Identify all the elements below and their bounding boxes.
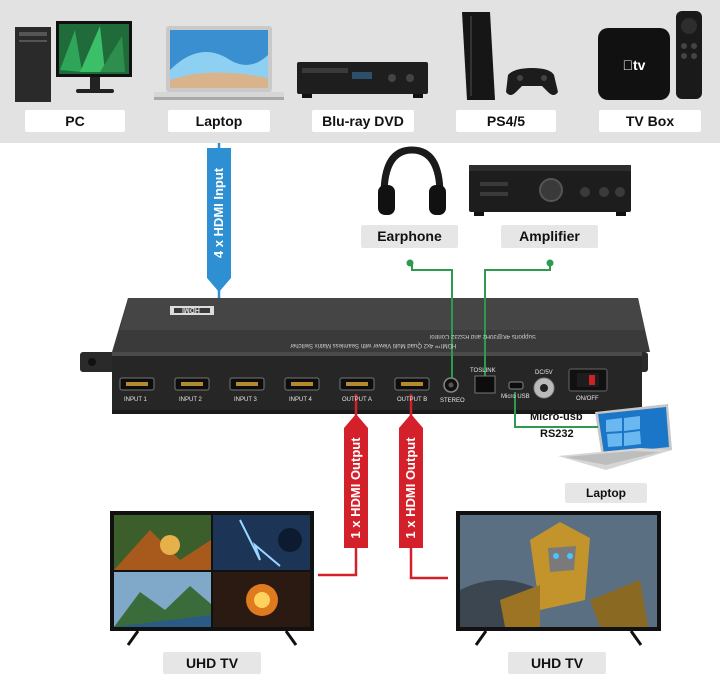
control-laptop-label: Laptop (565, 483, 647, 503)
rs232-annotation: RS232 (540, 428, 574, 440)
pc-label: PC (25, 110, 125, 132)
input-label-band (207, 148, 231, 278)
uhd-tv-a-icon (110, 511, 314, 646)
control-laptop-icon (558, 404, 672, 470)
playstation-icon (462, 12, 558, 100)
output-connector-lines (318, 394, 448, 580)
port-label-onoff: ON/OFF (576, 396, 599, 402)
earphone-label: Earphone (361, 225, 458, 248)
output-a-label-band (344, 428, 368, 548)
tv-box-icon: tv (598, 11, 702, 100)
device-description-2: Supports 4K@30Hz and RS232 Control (430, 333, 536, 339)
svg-text:tv: tv (623, 57, 646, 73)
port-label-input-4: INPUT 4 (289, 397, 312, 403)
pc-icon (15, 21, 132, 102)
laptop-label: Laptop (168, 110, 270, 132)
port-label-micro-usb: Micro USB (501, 394, 530, 400)
port-label-input-3: INPUT 3 (234, 397, 257, 403)
device-description: HDMI™ 4x2 Quad Multi Viewer with Seamles… (290, 342, 457, 348)
hdmi-input-label: 4 x HDMI Input (211, 167, 226, 259)
port-label-toslink: TOSLINK (470, 368, 496, 374)
port-label-stereo: STEREO (440, 398, 465, 404)
hdmi-port-gold (126, 382, 423, 386)
device-logo: HDMI (182, 306, 200, 313)
output-b-label-band (399, 428, 423, 548)
tvbox-label: TV Box (599, 110, 701, 132)
micro-usb-port (508, 381, 524, 390)
micro-usb-annotation: Micro-usb (530, 411, 583, 423)
port-label-input-1: INPUT 1 (124, 397, 147, 403)
toslink-port (474, 375, 496, 394)
amplifier-label: Amplifier (501, 225, 598, 248)
uhd-tv-a-label: UHD TV (163, 652, 261, 674)
bluray-label: Blu-ray DVD (312, 110, 414, 132)
port-label-input-2: INPUT 2 (179, 397, 202, 403)
hdmi-output-b-label: 1 x HDMI Output (403, 437, 418, 539)
port-label-output-a: OUTPUT A (342, 397, 372, 403)
usb-connector-line (514, 392, 598, 428)
uhd-tv-b-icon (456, 511, 661, 646)
amplifier-icon (469, 165, 631, 216)
earphone-icon (378, 146, 446, 215)
port-label-dc: DC/5V (535, 370, 553, 376)
uhd-tv-b-label: UHD TV (508, 652, 606, 674)
bluray-player-icon (297, 62, 428, 98)
hdmi-output-a-label: 1 x HDMI Output (348, 437, 363, 539)
laptop-icon (154, 26, 284, 100)
port-label-output-b: OUTPUT B (397, 397, 428, 403)
ps-label: PS4/5 (456, 110, 556, 132)
